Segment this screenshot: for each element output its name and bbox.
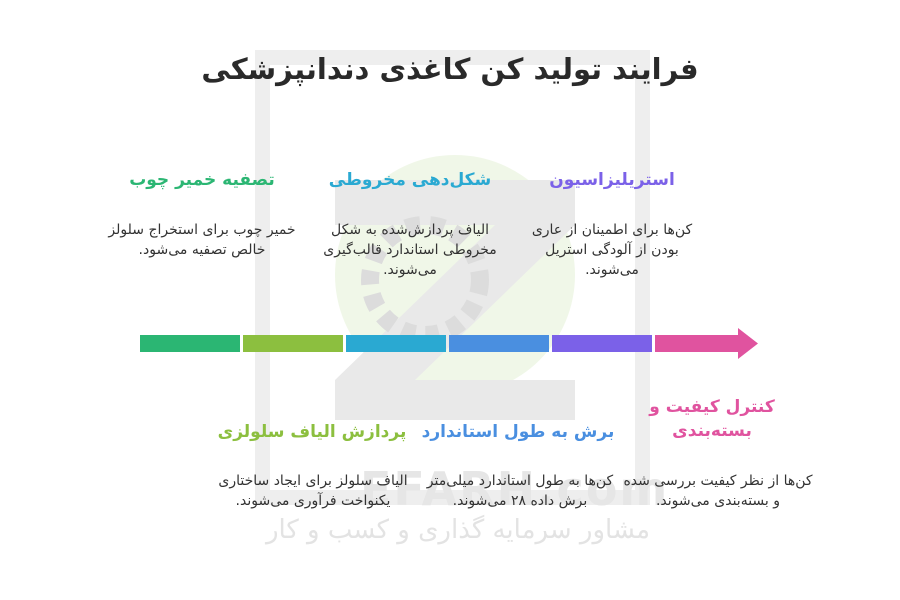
step-desc-pulp-refining: خمیر چوب برای استخراج سلولز خالص تصفیه م… [108, 222, 296, 258]
diagram-title: فرایند تولید کن کاغذی دندانپزشکی [201, 52, 699, 86]
timeline-segment-3 [346, 335, 446, 352]
timeline-segment-4 [449, 335, 549, 352]
timeline-segment-2 [243, 335, 343, 352]
timeline-segment-5 [552, 335, 652, 352]
step-desc-fiber-processing: الیاف سلولز برای ایجاد ساختاری یکنواخت ف… [218, 473, 408, 509]
step-title-pulp-refining: تصفیه خمیر چوب [129, 170, 275, 190]
step-title-quality-packaging: کنترل کیفیت و بسته‌بندی [649, 397, 775, 441]
step-title-cutting: برش به طول استاندارد [421, 422, 615, 442]
step-desc-cutting: کن‌ها به طول استاندارد میلی‌متر برش داده… [426, 473, 614, 509]
step-title-sterilization: استریلیزاسیون [549, 170, 675, 190]
step-title-fiber-processing: پردازش الیاف سلولزی [217, 422, 407, 442]
timeline-arrow-head [655, 328, 758, 359]
step-desc-sterilization: کن‌ها برای اطمینان از عاری بودن از آلودگ… [531, 222, 693, 278]
step-desc-cone-shaping: الیاف پردازش‌شده به شکل مخروطی استاندارد… [323, 222, 497, 278]
step-desc-quality-packaging: کن‌ها از نظر کیفیت بررسی شده و بسته‌بندی… [623, 473, 813, 509]
timeline-segment-1 [140, 335, 240, 352]
step-title-cone-shaping: شکل‌دهی مخروطی [328, 170, 492, 190]
